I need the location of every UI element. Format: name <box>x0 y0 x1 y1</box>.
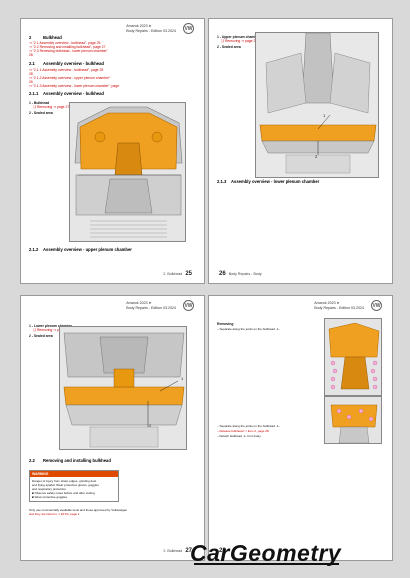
procedure-step-link[interactable]: – Release bulkhead ⇒ Item 2, page 28. <box>217 429 270 433</box>
figure-callout: 2 <box>149 423 152 428</box>
toc-link[interactable]: ⇒ “2.1.3 Assembly overview - lower plenu… <box>29 84 120 88</box>
vw-logo-icon: VW <box>183 300 194 311</box>
page-footer: 28 <box>219 548 226 554</box>
warning-body: Danger of injury from sharp edges, grind… <box>32 479 99 499</box>
page-header: Amarok 2023 ➤ Body Repairs - Edition 03.… <box>126 301 176 310</box>
procedure-step: – Detach bulkhead -1- from body. <box>217 434 262 438</box>
figure-callout: 1 <box>323 113 326 118</box>
warning-box: WARNING Danger of injury from sharp edge… <box>29 470 119 502</box>
manual-page-27: Amarok 2023 ➤ Body Repairs - Edition 03.… <box>20 295 205 561</box>
upper-plenum-figure <box>255 32 379 178</box>
toc-link[interactable]: 28 <box>29 53 33 57</box>
figure-callout: 2 <box>315 154 318 159</box>
cargeometry-watermark: CarGeometry <box>190 540 342 566</box>
legend-item: 2 - Sealed area <box>29 111 53 115</box>
step1-illustration <box>325 319 381 395</box>
lower-plenum-figure <box>59 326 187 450</box>
figure-callout: 1 <box>181 376 184 381</box>
toc-link[interactable]: ⇒ “2.1.2 Assembly overview - upper plenu… <box>29 76 111 80</box>
procedure-step: – Separate along the joints on the bulkh… <box>217 424 281 428</box>
procedure-heading: Removing <box>217 322 234 326</box>
legend-subitem[interactable]: ❑ Removing ⇒ page 28 <box>33 328 70 332</box>
page-header: Amarok 2023 ➤ Body Repairs - Edition 03.… <box>126 24 176 33</box>
legend-subitem[interactable]: ❑ Removing ⇒ page 27 <box>221 39 258 43</box>
tools-note: Only use commercially available tools an… <box>29 508 128 512</box>
legend-subitem[interactable]: ❑ Removing ⇒ page 27 <box>33 105 70 109</box>
step2-figure <box>324 396 382 444</box>
tools-note-link[interactable]: and they are listed in ⇒ ETKA, page 1 <box>29 512 80 516</box>
lower-plenum-illustration <box>60 327 186 449</box>
toc-link[interactable]: 28 <box>29 72 33 76</box>
vw-logo-icon: VW <box>371 300 382 311</box>
procedure-step: – Separate along the joints on the bulkh… <box>217 327 281 331</box>
toc-link[interactable]: ⇒ “2.1.1 Assembly overview - bulkhead”, … <box>29 68 104 72</box>
bulkhead-figure <box>69 102 186 242</box>
toc-link[interactable]: ⇒ “2.1 Assembly overview - bulkhead”, pa… <box>29 41 101 45</box>
legend-item: 2 - Sealed area <box>29 334 53 338</box>
toc-link[interactable]: 26 <box>29 80 33 84</box>
manual-page-28: Amarok 2023 ➤ Body Repairs - Edition 03.… <box>208 295 393 561</box>
legend-item: 1 - Upper plenum chamber <box>217 35 260 39</box>
manual-page-25: Amarok 2023 ➤ Body Repairs - Edition 03.… <box>20 18 205 284</box>
step2-illustration <box>325 397 381 443</box>
warning-title: WARNING <box>30 471 118 477</box>
step1-figure <box>324 318 382 396</box>
page-header: Amarok 2023 ➤ Body Repairs - Edition 03.… <box>314 301 364 310</box>
toc-link[interactable]: ⇒ “2.3 Renewing bulkhead - lower plenum … <box>29 49 108 53</box>
toc-link[interactable]: ⇒ “2.2 Removing and installing bulkhead”… <box>29 45 106 49</box>
legend-item: 1 - Bulkhead <box>29 101 50 105</box>
upper-plenum-illustration <box>256 33 378 177</box>
bulkhead-illustration <box>70 103 185 241</box>
legend-item: 2 - Sealed area <box>217 45 241 49</box>
manual-page-26: 1 - Upper plenum chamber ❑ Removing ⇒ pa… <box>208 18 393 284</box>
legend-item: 1 - Lower plenum chamber <box>29 324 72 328</box>
vw-logo-icon: VW <box>183 23 194 34</box>
